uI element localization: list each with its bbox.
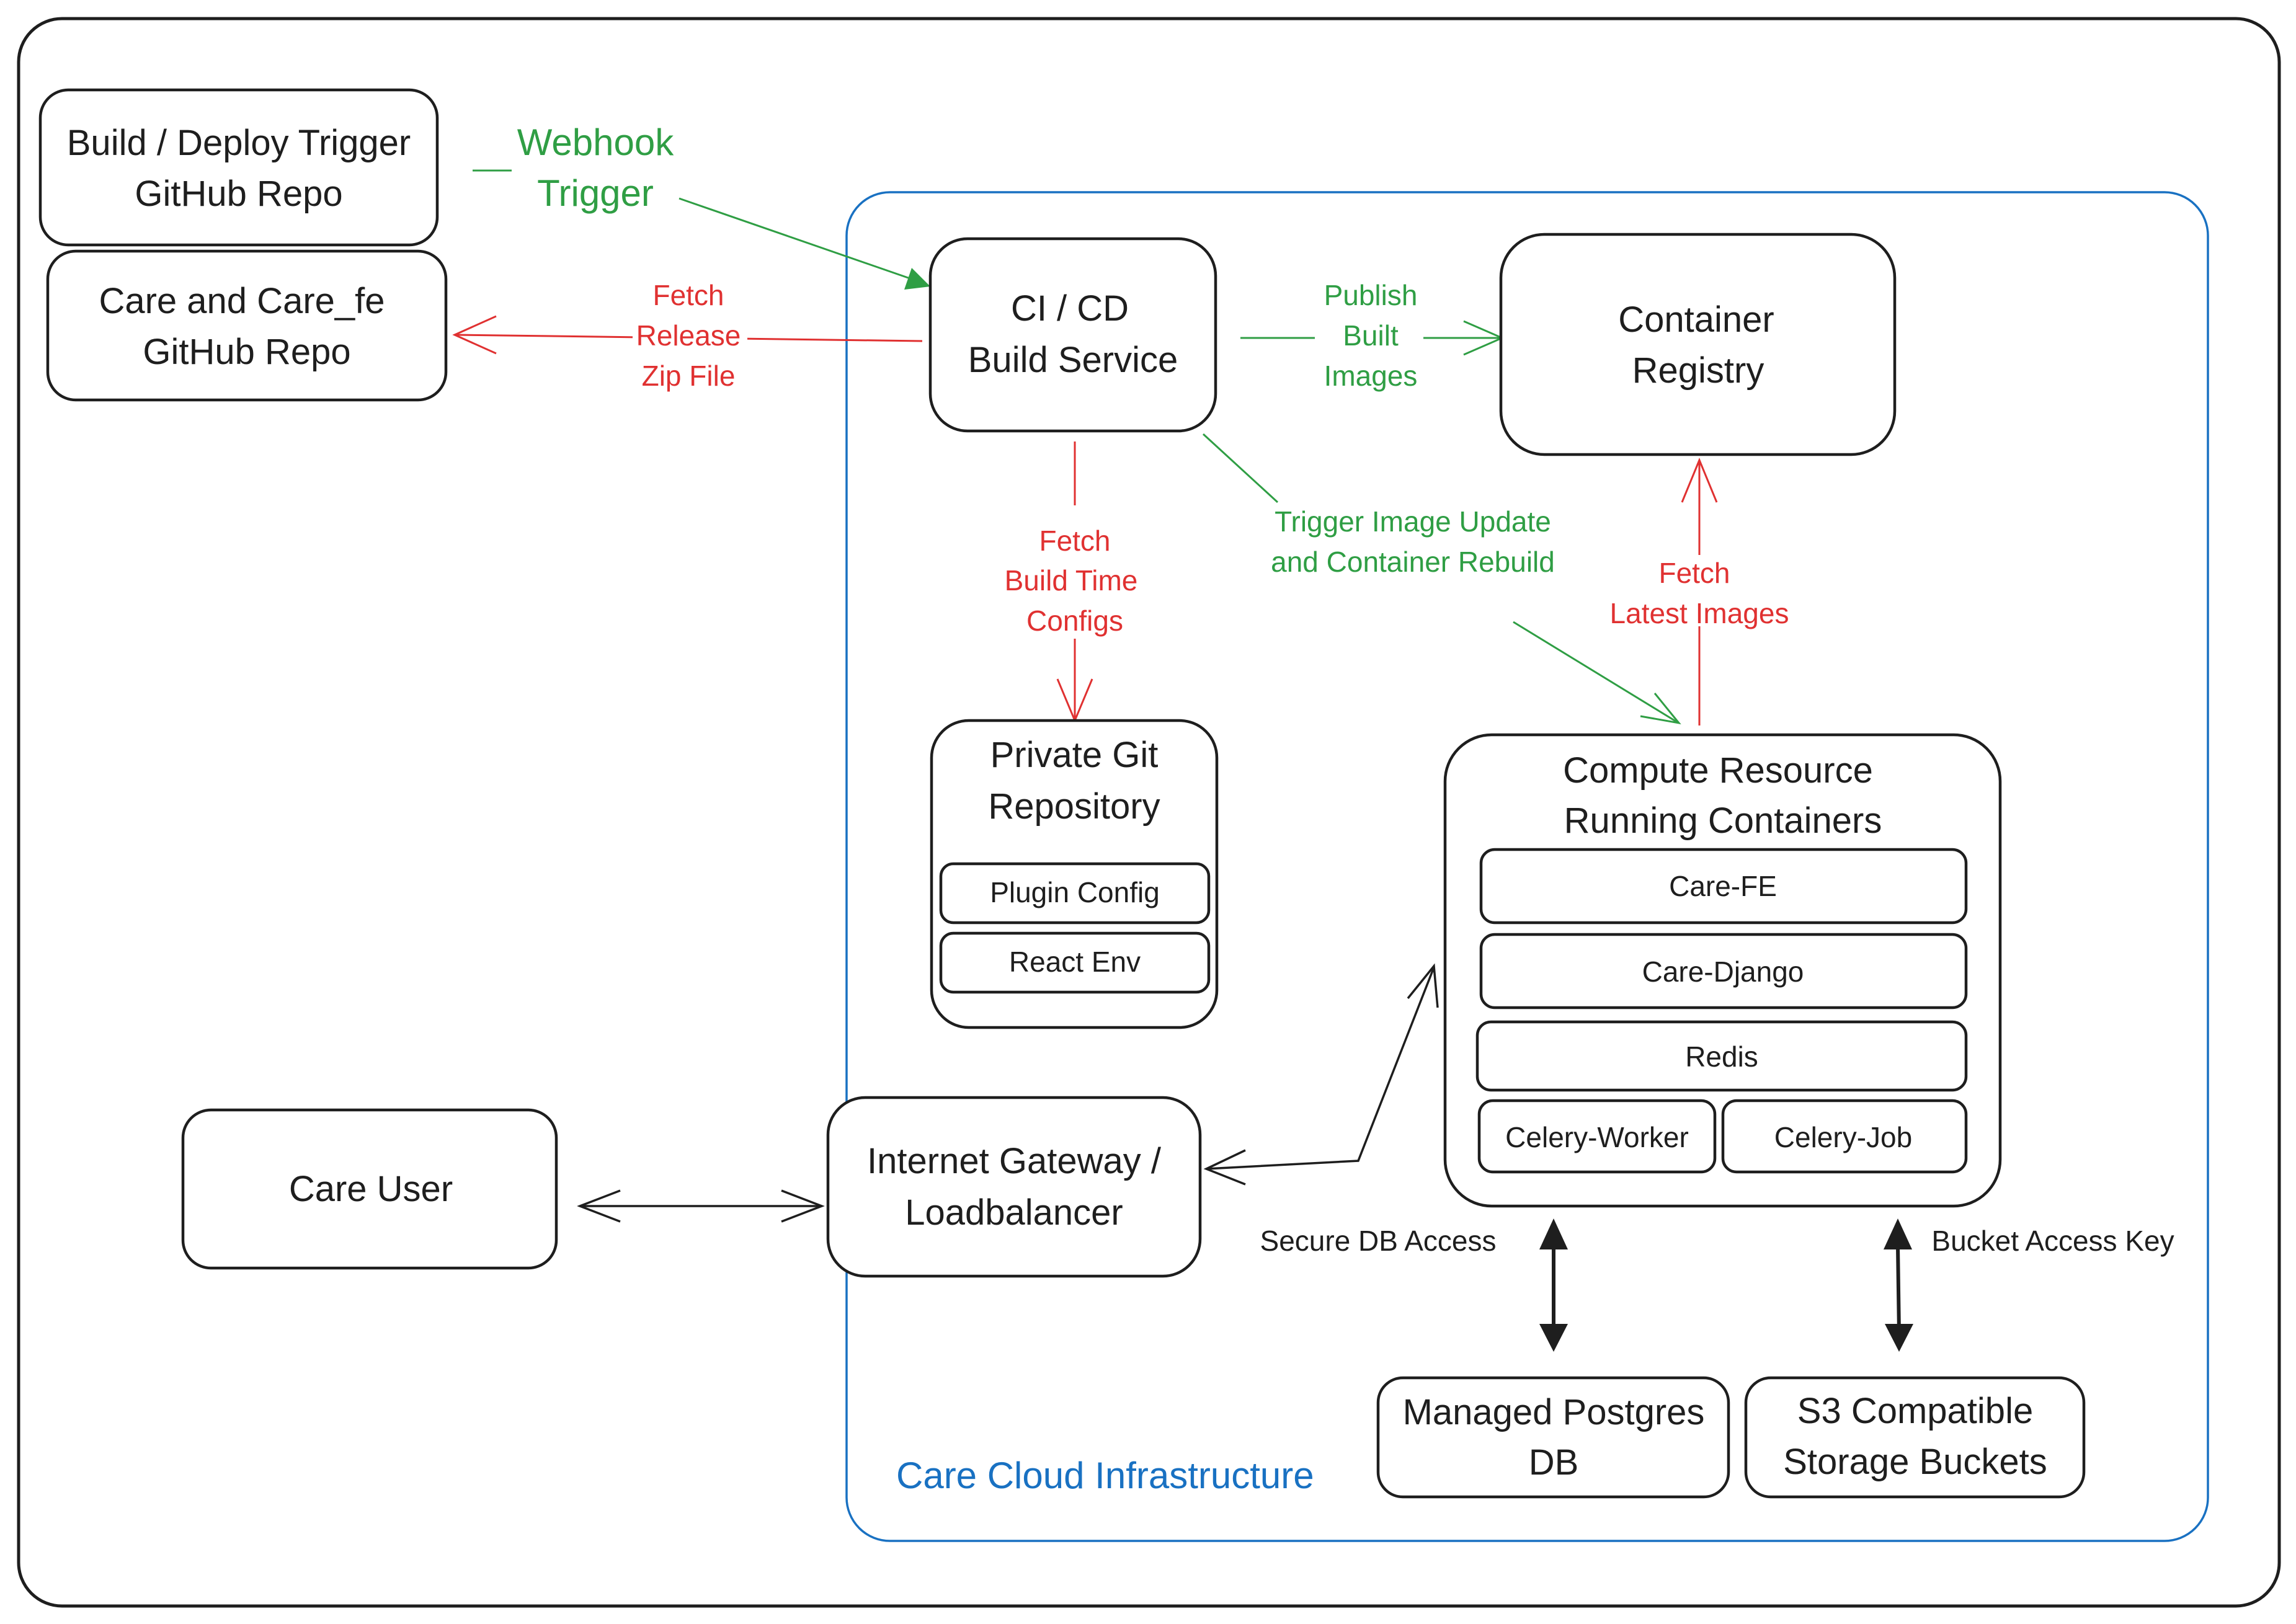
svg-text:Private Git: Private Git bbox=[990, 735, 1159, 775]
node-care-fe[interactable]: Care-FE bbox=[1479, 848, 1968, 925]
svg-text:Build Service: Build Service bbox=[968, 340, 1178, 380]
node-s3-storage[interactable]: S3 Compatible Storage Buckets bbox=[1744, 1376, 2086, 1499]
node-trigger-repo[interactable]: Build / Deploy Trigger GitHub Repo bbox=[38, 88, 439, 247]
edge-webhook-trigger bbox=[473, 169, 930, 290]
cloud-boundary bbox=[845, 191, 2209, 1542]
publish-label-1: Publish bbox=[1324, 279, 1418, 311]
publish-label-2: Built bbox=[1343, 319, 1399, 352]
fetch-configs-label-2: Build Time bbox=[1005, 564, 1138, 597]
svg-text:Compute Resource: Compute Resource bbox=[1563, 750, 1873, 791]
outer-frame bbox=[17, 17, 2281, 1608]
svg-text:Registry: Registry bbox=[1632, 350, 1764, 391]
svg-text:Care User: Care User bbox=[289, 1169, 453, 1209]
fetch-release-label-2: Release bbox=[636, 319, 741, 352]
svg-text:S3 Compatible: S3 Compatible bbox=[1797, 1391, 2033, 1431]
edge-user-gateway bbox=[577, 1189, 825, 1223]
fetch-configs-label-3: Configs bbox=[1026, 605, 1123, 637]
svg-text:Care-FE: Care-FE bbox=[1669, 870, 1777, 902]
edge-trigger-update bbox=[1202, 433, 1681, 725]
svg-text:Storage Buckets: Storage Buckets bbox=[1783, 1442, 2047, 1482]
node-container-registry[interactable]: Container Registry bbox=[1499, 233, 1897, 456]
trigger-update-label-1: Trigger Image Update bbox=[1275, 505, 1551, 538]
svg-text:Care and Care_fe: Care and Care_fe bbox=[99, 281, 385, 321]
publish-label-3: Images bbox=[1324, 360, 1418, 392]
svg-text:Build / Deploy Trigger: Build / Deploy Trigger bbox=[67, 123, 411, 163]
fetch-latest-label-2: Latest Images bbox=[1610, 597, 1789, 629]
svg-text:Internet Gateway /: Internet Gateway / bbox=[867, 1141, 1162, 1181]
node-care-user[interactable]: Care User bbox=[181, 1108, 558, 1270]
edge-compute-postgres bbox=[1539, 1218, 1568, 1352]
node-celery-worker[interactable]: Celery-Worker bbox=[1477, 1099, 1717, 1174]
fetch-release-label-bg bbox=[633, 316, 747, 353]
svg-text:GitHub Repo: GitHub Repo bbox=[143, 332, 350, 372]
cloud-label: Care Cloud Infrastructure bbox=[896, 1455, 1314, 1496]
bucket-key-label: Bucket Access Key bbox=[1931, 1225, 2174, 1257]
trigger-update-label-2: and Container Rebuild bbox=[1271, 546, 1555, 578]
edge-compute-s3 bbox=[1884, 1218, 1913, 1352]
svg-text:GitHub Repo: GitHub Repo bbox=[135, 174, 342, 214]
fetch-configs-label-1: Fetch bbox=[1039, 525, 1110, 557]
node-care-repo[interactable]: Care and Care_fe GitHub Repo bbox=[46, 249, 448, 402]
svg-text:Loadbalancer: Loadbalancer bbox=[905, 1192, 1123, 1233]
node-redis[interactable]: Redis bbox=[1475, 1020, 1968, 1092]
fetch-release-label-3: Zip File bbox=[642, 360, 736, 392]
svg-text:Celery-Job: Celery-Job bbox=[1774, 1121, 1912, 1153]
node-care-django[interactable]: Care-Django bbox=[1479, 933, 1968, 1009]
webhook-label-2: Trigger bbox=[537, 172, 654, 214]
svg-text:Managed Postgres: Managed Postgres bbox=[1403, 1392, 1705, 1432]
svg-text:Care-Django: Care-Django bbox=[1642, 956, 1804, 988]
svg-text:Celery-Worker: Celery-Worker bbox=[1505, 1121, 1689, 1153]
svg-text:Redis: Redis bbox=[1685, 1041, 1758, 1073]
node-cicd-build-service[interactable]: CI / CD Build Service bbox=[928, 237, 1217, 433]
webhook-label-1: Webhook bbox=[517, 122, 674, 163]
svg-text:Running Containers: Running Containers bbox=[1564, 801, 1882, 841]
svg-text:DB: DB bbox=[1529, 1442, 1579, 1483]
node-managed-postgres[interactable]: Managed Postgres DB bbox=[1376, 1376, 1730, 1499]
fetch-latest-label-1: Fetch bbox=[1658, 557, 1730, 589]
node-celery-job[interactable]: Celery-Job bbox=[1721, 1099, 1968, 1174]
svg-text:Container: Container bbox=[1618, 300, 1774, 340]
node-internet-gateway[interactable]: Internet Gateway / Loadbalancer bbox=[826, 1096, 1202, 1278]
fetch-release-label-1: Fetch bbox=[652, 279, 724, 311]
edge-fetch-latest bbox=[1681, 458, 1718, 725]
secure-db-label: Secure DB Access bbox=[1260, 1225, 1497, 1257]
edge-gateway-compute bbox=[1203, 963, 1439, 1186]
svg-text:Plugin Config: Plugin Config bbox=[990, 876, 1160, 908]
svg-text:CI / CD: CI / CD bbox=[1011, 288, 1129, 329]
svg-text:Repository: Repository bbox=[988, 786, 1160, 827]
node-react-env[interactable]: React Env bbox=[939, 931, 1211, 994]
svg-text:React Env: React Env bbox=[1009, 946, 1141, 978]
node-plugin-config[interactable]: Plugin Config bbox=[939, 862, 1211, 925]
